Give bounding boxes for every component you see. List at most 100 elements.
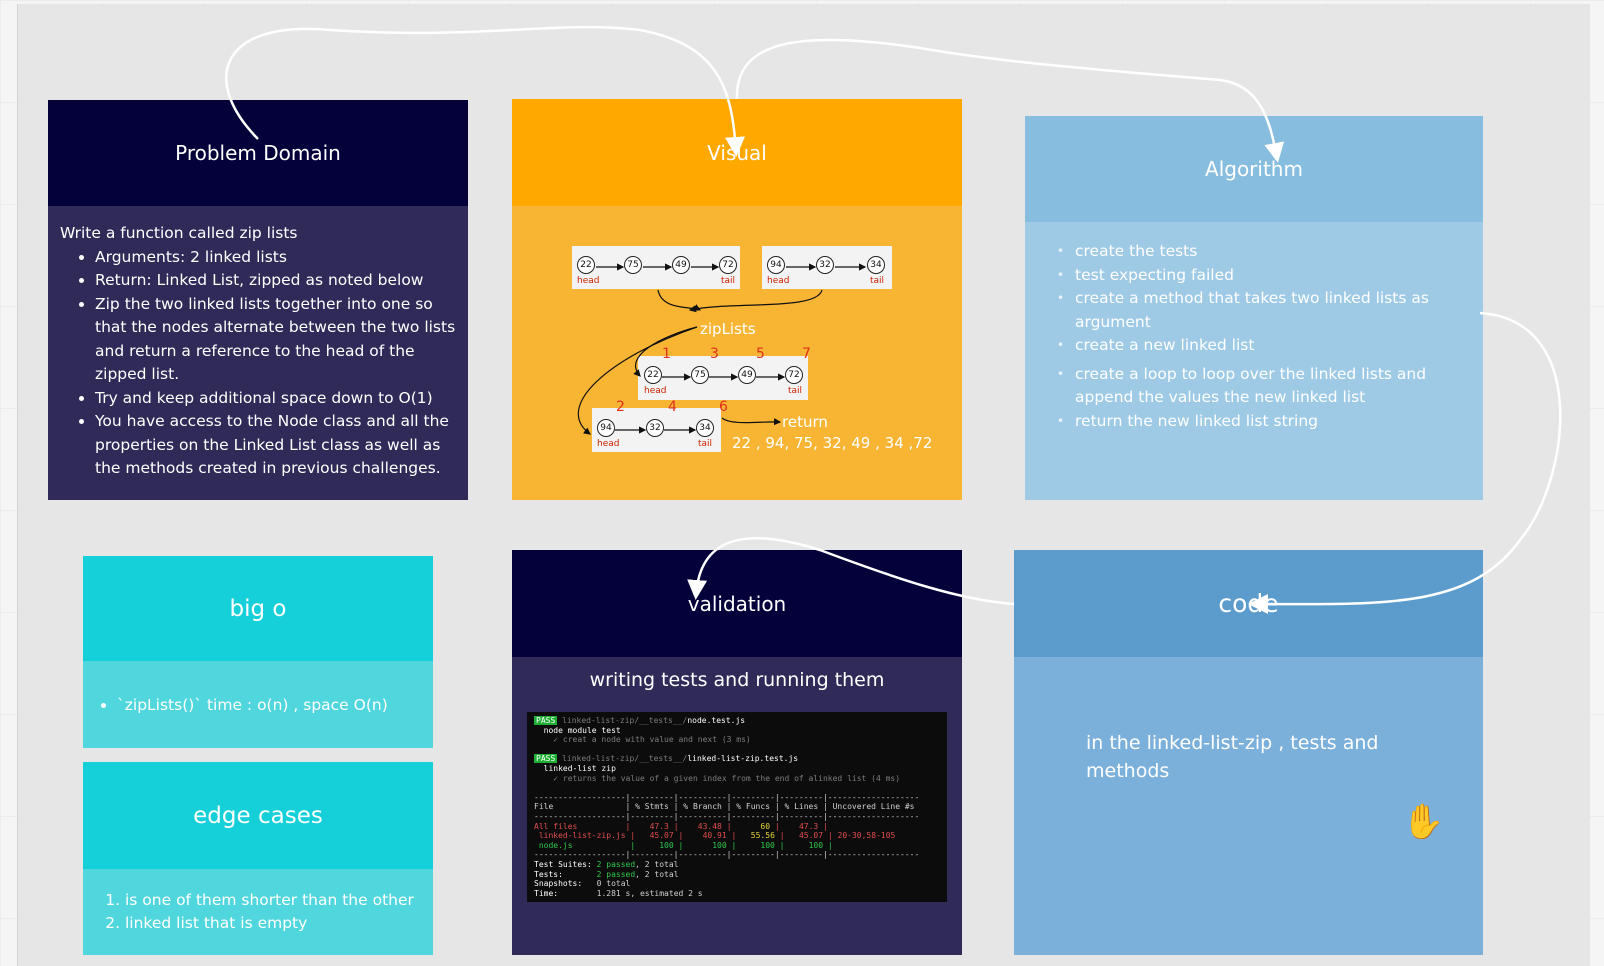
coverage-cell: 47.3 <box>798 821 819 831</box>
test-case: ✓ creat a node with value and next (3 ms… <box>534 735 751 745</box>
coverage-cell: 60 <box>760 821 771 831</box>
test-file-name: linked-list-zip.test.js <box>687 754 799 764</box>
problem-domain-body: Write a function called zip lists Argume… <box>48 206 468 500</box>
hand-cursor-icon: ✋ <box>1402 802 1445 842</box>
list-node: 49 <box>738 366 756 384</box>
tail-label: tail <box>721 276 736 286</box>
list-item: return the new linked list string <box>1057 410 1453 434</box>
order-number: 6 <box>719 399 728 415</box>
validation-card[interactable]: validation writing tests and running the… <box>512 550 962 955</box>
edge-cases-list: is one of them shorter than the other li… <box>105 889 433 935</box>
problem-domain-list: Arguments: 2 linked lists Return: Linked… <box>60 246 456 481</box>
coverage-cell: 47.3 <box>649 821 669 831</box>
test-suite-name: node module test <box>534 725 621 735</box>
validation-subtitle: writing tests and running them <box>589 669 885 691</box>
coverage-cell: node.js <box>534 840 573 850</box>
list-item: Zip the two linked lists together into o… <box>95 293 456 387</box>
coverage-header: File | % Stmts | % Branch | % Funcs | % … <box>534 802 915 812</box>
list-item: is one of them shorter than the other <box>125 889 433 912</box>
algorithm-card[interactable]: Algorithm create the tests test expectin… <box>1025 116 1483 500</box>
algorithm-title: Algorithm <box>1025 116 1483 222</box>
list-node: 72 <box>719 256 737 274</box>
list-item: linked list that is empty <box>125 912 433 935</box>
order-number: 4 <box>668 399 677 415</box>
code-title: code <box>1014 550 1483 657</box>
list-item: create a method that takes two linked li… <box>1057 287 1453 334</box>
coverage-row-all: All files | 47.3 | 43.48 | 60 | 47.3 | <box>534 821 828 831</box>
list-node: 34 <box>696 419 714 437</box>
list-node: 94 <box>597 419 615 437</box>
problem-domain-intro: Write a function called zip lists <box>60 224 298 242</box>
big-o-card[interactable]: big o `zipLists()` time : o(n) , space O… <box>83 556 433 748</box>
summary-passed: 2 passed <box>596 869 636 879</box>
summary-passed: 2 passed <box>596 859 636 869</box>
tail-label: tail <box>788 386 803 396</box>
edge-cases-title: edge cases <box>83 762 433 869</box>
terminal-screenshot: PASS linked-list-zip/__tests__/node.test… <box>527 712 947 902</box>
linked-list-b: 94 32 34 head tail <box>762 246 892 289</box>
visual-title: Visual <box>512 99 962 206</box>
table-separator: -------------------|---------|----------… <box>534 792 920 802</box>
coverage-cell: 55.56 <box>750 831 775 841</box>
big-o-title: big o <box>83 556 433 661</box>
linked-list-a: 22 75 49 72 head tail <box>572 246 740 289</box>
visual-body: 22 75 49 72 head tail 94 32 34 head tail… <box>512 206 962 500</box>
algorithm-body: create the tests test expecting failed c… <box>1025 222 1483 500</box>
coverage-row-node: node.js | 100 | 100 | 100 | 100 | <box>534 840 833 850</box>
problem-domain-title: Problem Domain <box>48 100 468 206</box>
order-number: 5 <box>756 346 765 362</box>
list-node: 49 <box>672 256 690 274</box>
head-label: head <box>597 439 620 449</box>
order-number: 3 <box>710 346 719 362</box>
visual-card[interactable]: Visual 22 75 49 72 head tail 94 32 34 he… <box>512 99 962 500</box>
test-file-name: node.test.js <box>687 716 746 725</box>
list-node: 32 <box>816 256 834 274</box>
zipped-list-bottom: 94 32 34 head tail <box>592 408 721 452</box>
problem-domain-card[interactable]: Problem Domain Write a function called z… <box>48 100 468 500</box>
big-o-list: `zipLists()` time : o(n) , space O(n) <box>95 696 388 714</box>
list-item: You have access to the Node class and al… <box>95 410 456 481</box>
list-item: test expecting failed <box>1057 264 1453 288</box>
list-node: 75 <box>624 256 642 274</box>
order-number: 1 <box>662 346 671 362</box>
list-item: create a new linked list <box>1057 334 1453 358</box>
order-number: 2 <box>616 399 625 415</box>
coverage-cell: 100 <box>808 840 824 850</box>
list-node: 22 <box>644 366 662 384</box>
list-node: 32 <box>646 419 664 437</box>
summary-total: 1.281 s, estimated 2 s <box>596 888 703 898</box>
tail-label: tail <box>698 439 713 449</box>
coverage-row-zip: linked-list-zip.js | 45.07 | 40.91 | 55.… <box>534 831 896 841</box>
code-card[interactable]: code in the linked-list-zip , tests and … <box>1014 550 1483 955</box>
table-separator: -------------------|---------|----------… <box>534 850 920 860</box>
coverage-cell: 45.07 <box>649 831 674 841</box>
zipped-list-top: 22 75 49 72 head tail <box>638 356 808 400</box>
list-item: create the tests <box>1057 240 1453 264</box>
summary-total: 0 total <box>596 879 631 889</box>
tail-label: tail <box>870 276 885 286</box>
validation-body: writing tests and running them PASS link… <box>512 657 962 955</box>
test-file-path: linked-list-zip/__tests__/ <box>557 716 688 725</box>
ziplists-label: zipLists <box>700 320 756 338</box>
validation-title: validation <box>512 550 962 657</box>
big-o-body: `zipLists()` time : o(n) , space O(n) <box>83 661 433 748</box>
coverage-cell: linked-list-zip.js <box>534 831 626 841</box>
summary-key: Snapshots: <box>534 879 583 889</box>
list-item: Arguments: 2 linked lists <box>95 246 456 270</box>
head-label: head <box>767 276 790 286</box>
edge-cases-card[interactable]: edge cases is one of them shorter than t… <box>83 762 433 955</box>
list-node: 94 <box>767 256 785 274</box>
test-file-path: linked-list-zip/__tests__/ <box>557 754 688 764</box>
coverage-cell: 43.48 <box>697 821 722 831</box>
pass-badge: PASS <box>534 716 558 725</box>
coverage-cell: 100 <box>760 840 775 850</box>
return-label: return <box>782 413 828 431</box>
list-item: `zipLists()` time : o(n) , space O(n) <box>117 696 388 714</box>
head-label: head <box>577 276 600 286</box>
code-text: in the linked-list-zip , tests and metho… <box>1086 732 1379 782</box>
coverage-cell: 45.07 <box>798 831 824 841</box>
list-node: 34 <box>867 256 885 274</box>
code-body: in the linked-list-zip , tests and metho… <box>1014 657 1483 955</box>
pass-badge: PASS <box>534 754 558 764</box>
summary-key: Test Suites: <box>534 859 592 869</box>
